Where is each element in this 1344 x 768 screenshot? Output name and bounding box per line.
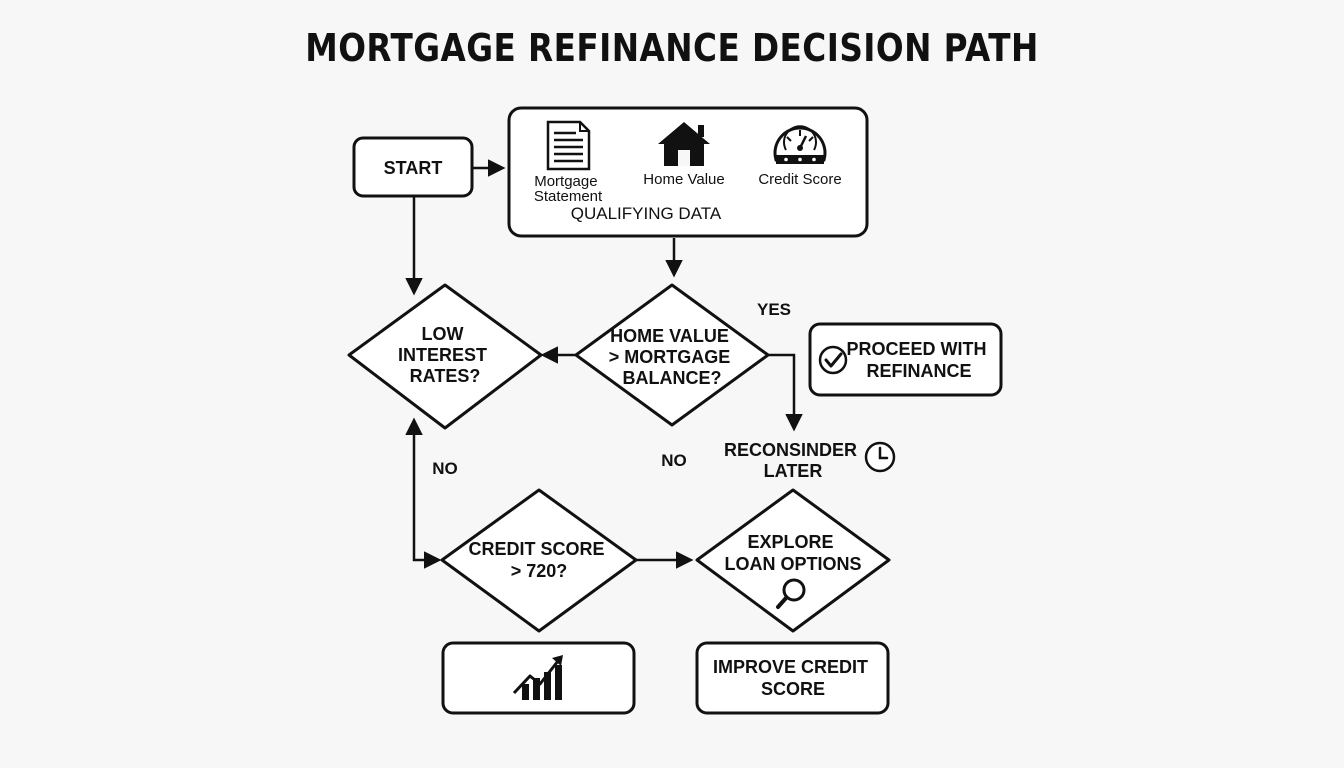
gauge-icon xyxy=(773,125,827,164)
home-value-decision[interactable]: HOME VALUE > MORTGAGE BALANCE? xyxy=(574,283,770,427)
edge-low-rates-no-to-credit xyxy=(405,417,442,569)
reconsider-node[interactable]: RECONSINDER LATER xyxy=(724,440,896,481)
edges xyxy=(405,159,803,569)
home-value-label: Home Value xyxy=(643,171,724,188)
qualifying-data-label: QUALIFYING DATA xyxy=(571,204,722,223)
edge-label-no-mid: NO xyxy=(661,451,687,470)
proceed-label: PROCEED WITH REFINANCE xyxy=(846,339,991,381)
mortgage-statement-label: Mortgage Statement xyxy=(534,173,603,205)
page-title: MORTGAGE REFINANCE DECISION PATH xyxy=(305,26,1039,70)
credit-score-decision[interactable]: CREDIT SCORE > 720? xyxy=(440,488,638,633)
house-icon xyxy=(658,122,710,166)
start-node[interactable]: START xyxy=(352,136,474,198)
qualifying-data-node[interactable]: Mortgage Statement Home Value xyxy=(507,106,869,238)
edge-home-value-yes xyxy=(768,353,803,432)
home-value-decision-label: HOME VALUE > MORTGAGE BALANCE? xyxy=(609,326,736,388)
start-label: START xyxy=(384,158,443,178)
check-circle-icon xyxy=(818,345,848,375)
improve-credit-label: IMPROVE CREDIT SCORE xyxy=(713,657,873,699)
magnifier-icon xyxy=(776,578,806,609)
document-icon xyxy=(546,120,591,171)
growth-chart-box[interactable] xyxy=(441,641,636,715)
reconsider-label: RECONSINDER LATER xyxy=(724,440,862,481)
edge-label-no-left: NO xyxy=(432,459,458,478)
explore-label: EXPLORE LOAN OPTIONS xyxy=(724,532,861,574)
improve-credit-node[interactable]: IMPROVE CREDIT SCORE xyxy=(695,641,890,715)
credit-score-decision-label: CREDIT SCORE > 720? xyxy=(468,539,609,581)
low-rates-label: LOW INTEREST RATES? xyxy=(398,324,492,386)
proceed-node[interactable]: PROCEED WITH REFINANCE xyxy=(808,322,1003,397)
clock-icon xyxy=(864,441,896,473)
explore-decision[interactable]: EXPLORE LOAN OPTIONS xyxy=(695,488,891,633)
low-rates-decision[interactable]: LOW INTEREST RATES? xyxy=(347,283,543,430)
growth-chart-icon xyxy=(512,655,563,700)
edge-label-yes: YES xyxy=(757,300,791,319)
credit-score-label: Credit Score xyxy=(758,171,841,188)
